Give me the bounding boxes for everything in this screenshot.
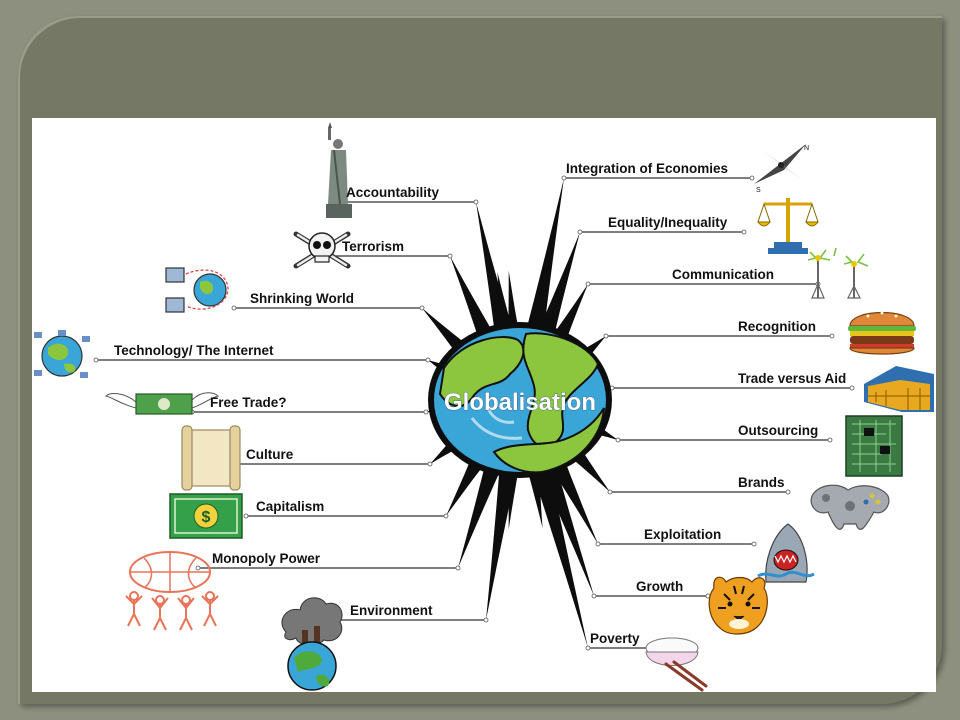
branch-label-shrinking-world: Shrinking World (250, 291, 354, 306)
winged-money-icon (105, 392, 219, 415)
branch-node (473, 199, 479, 205)
branch-label-communication: Communication (672, 267, 774, 282)
branch-label-equality-inequality: Equality/Inequality (608, 215, 728, 230)
branch-node (561, 175, 567, 181)
branch-label-accountability: Accountability (346, 185, 440, 200)
branch-node (447, 253, 453, 259)
branch-node (243, 513, 249, 519)
networked-computers-globe-icon (165, 267, 229, 313)
branch-label-culture: Culture (246, 447, 294, 462)
branch-node (827, 437, 833, 443)
branch-label-terrorism: Terrorism (342, 239, 404, 254)
branch-node (603, 333, 609, 339)
svg-text:S: S (756, 187, 761, 194)
svg-text:$: $ (202, 509, 211, 526)
branch-spike (530, 232, 580, 355)
branch-label-exploitation: Exploitation (644, 527, 721, 542)
statue-of-liberty-icon (326, 122, 352, 218)
branch-node (231, 305, 237, 311)
balance-scales-icon (756, 198, 820, 254)
skull-crossbones-icon (293, 231, 351, 269)
svg-text:N: N (804, 145, 809, 152)
center-title: Globalisation (444, 389, 596, 416)
mind-map-svg: Globalisation (34, 122, 934, 692)
warehouse-icon (864, 366, 934, 412)
branch-node (483, 617, 489, 623)
people-holding-globe-icon (125, 551, 219, 631)
branch-label-brands: Brands (738, 475, 785, 490)
branch-node (427, 461, 433, 467)
branch-label-growth: Growth (636, 579, 683, 594)
branch-node (615, 437, 621, 443)
branch-node (585, 281, 591, 287)
mind-map-canvas: Globalisation (32, 118, 936, 692)
branch-label-environment: Environment (350, 603, 433, 618)
branch-spike (521, 178, 564, 351)
branch-node (749, 175, 755, 181)
branch-node (585, 645, 591, 651)
polluted-earth-icon (281, 597, 343, 691)
rice-bowl-icon (645, 637, 708, 692)
radio-towers-icon (807, 247, 869, 299)
branch-node (785, 489, 791, 495)
circuit-board-icon (845, 415, 903, 477)
shark-icon (757, 523, 815, 583)
branch-node (595, 541, 601, 547)
internet-globe-icon (34, 330, 90, 378)
branch-node (829, 333, 835, 339)
branch-node (741, 229, 747, 235)
branch-node (591, 593, 597, 599)
branch-node (577, 229, 583, 235)
branch-node (419, 305, 425, 311)
branch-node (751, 541, 757, 547)
branch-label-capitalism: Capitalism (256, 499, 324, 514)
branch-spike (526, 447, 588, 648)
hamburger-icon (848, 311, 916, 355)
branch-label-integration-of-economies: Integration of Economies (566, 161, 728, 176)
branch-node (443, 513, 449, 519)
dollar-bill-icon: $ (169, 493, 243, 539)
branch-label-free-trade: Free Trade? (210, 395, 287, 410)
branch-label-outsourcing: Outsourcing (738, 423, 818, 438)
branch-spike (458, 445, 509, 568)
branch-label-monopoly-power: Monopoly Power (212, 551, 321, 566)
branch-node (607, 489, 613, 495)
scroll-icon (181, 425, 241, 491)
compass-icon: N S (754, 144, 809, 194)
branch-label-trade-versus-aid: Trade versus Aid (738, 371, 846, 386)
branch-label-poverty: Poverty (590, 631, 640, 646)
game-controller-icon (810, 484, 890, 530)
branch-node (423, 409, 429, 415)
center-globe: Globalisation (428, 322, 612, 478)
branch-node (93, 357, 99, 363)
branch-node (425, 357, 431, 363)
branch-node (849, 385, 855, 391)
branch-label-recognition: Recognition (738, 319, 816, 334)
tiger-icon (708, 576, 768, 635)
branch-node (195, 565, 201, 571)
branch-label-technology-the-internet: Technology/ The Internet (114, 343, 274, 358)
branch-node (455, 565, 461, 571)
